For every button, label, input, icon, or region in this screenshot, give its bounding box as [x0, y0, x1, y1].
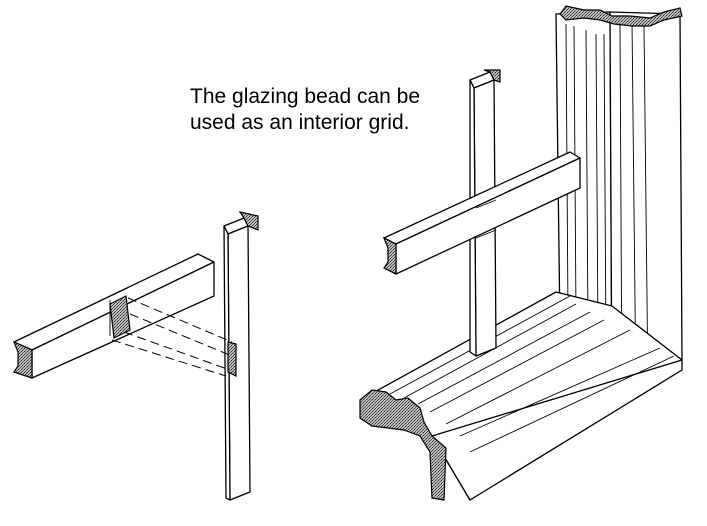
vertical-bead-left	[223, 211, 259, 501]
horizontal-grid-bead	[382, 151, 581, 275]
window-frame-assembly	[359, 5, 683, 501]
projection-lines	[111, 297, 233, 377]
caption-text: The glazing bead can be used as an inter…	[190, 84, 490, 136]
joint-section	[109, 295, 131, 339]
exploded-joint-detail	[12, 211, 259, 501]
caption-line-1: The glazing bead can be	[190, 85, 421, 108]
window-sill	[359, 291, 683, 501]
caption-line-2: used as an interior grid.	[190, 111, 410, 134]
